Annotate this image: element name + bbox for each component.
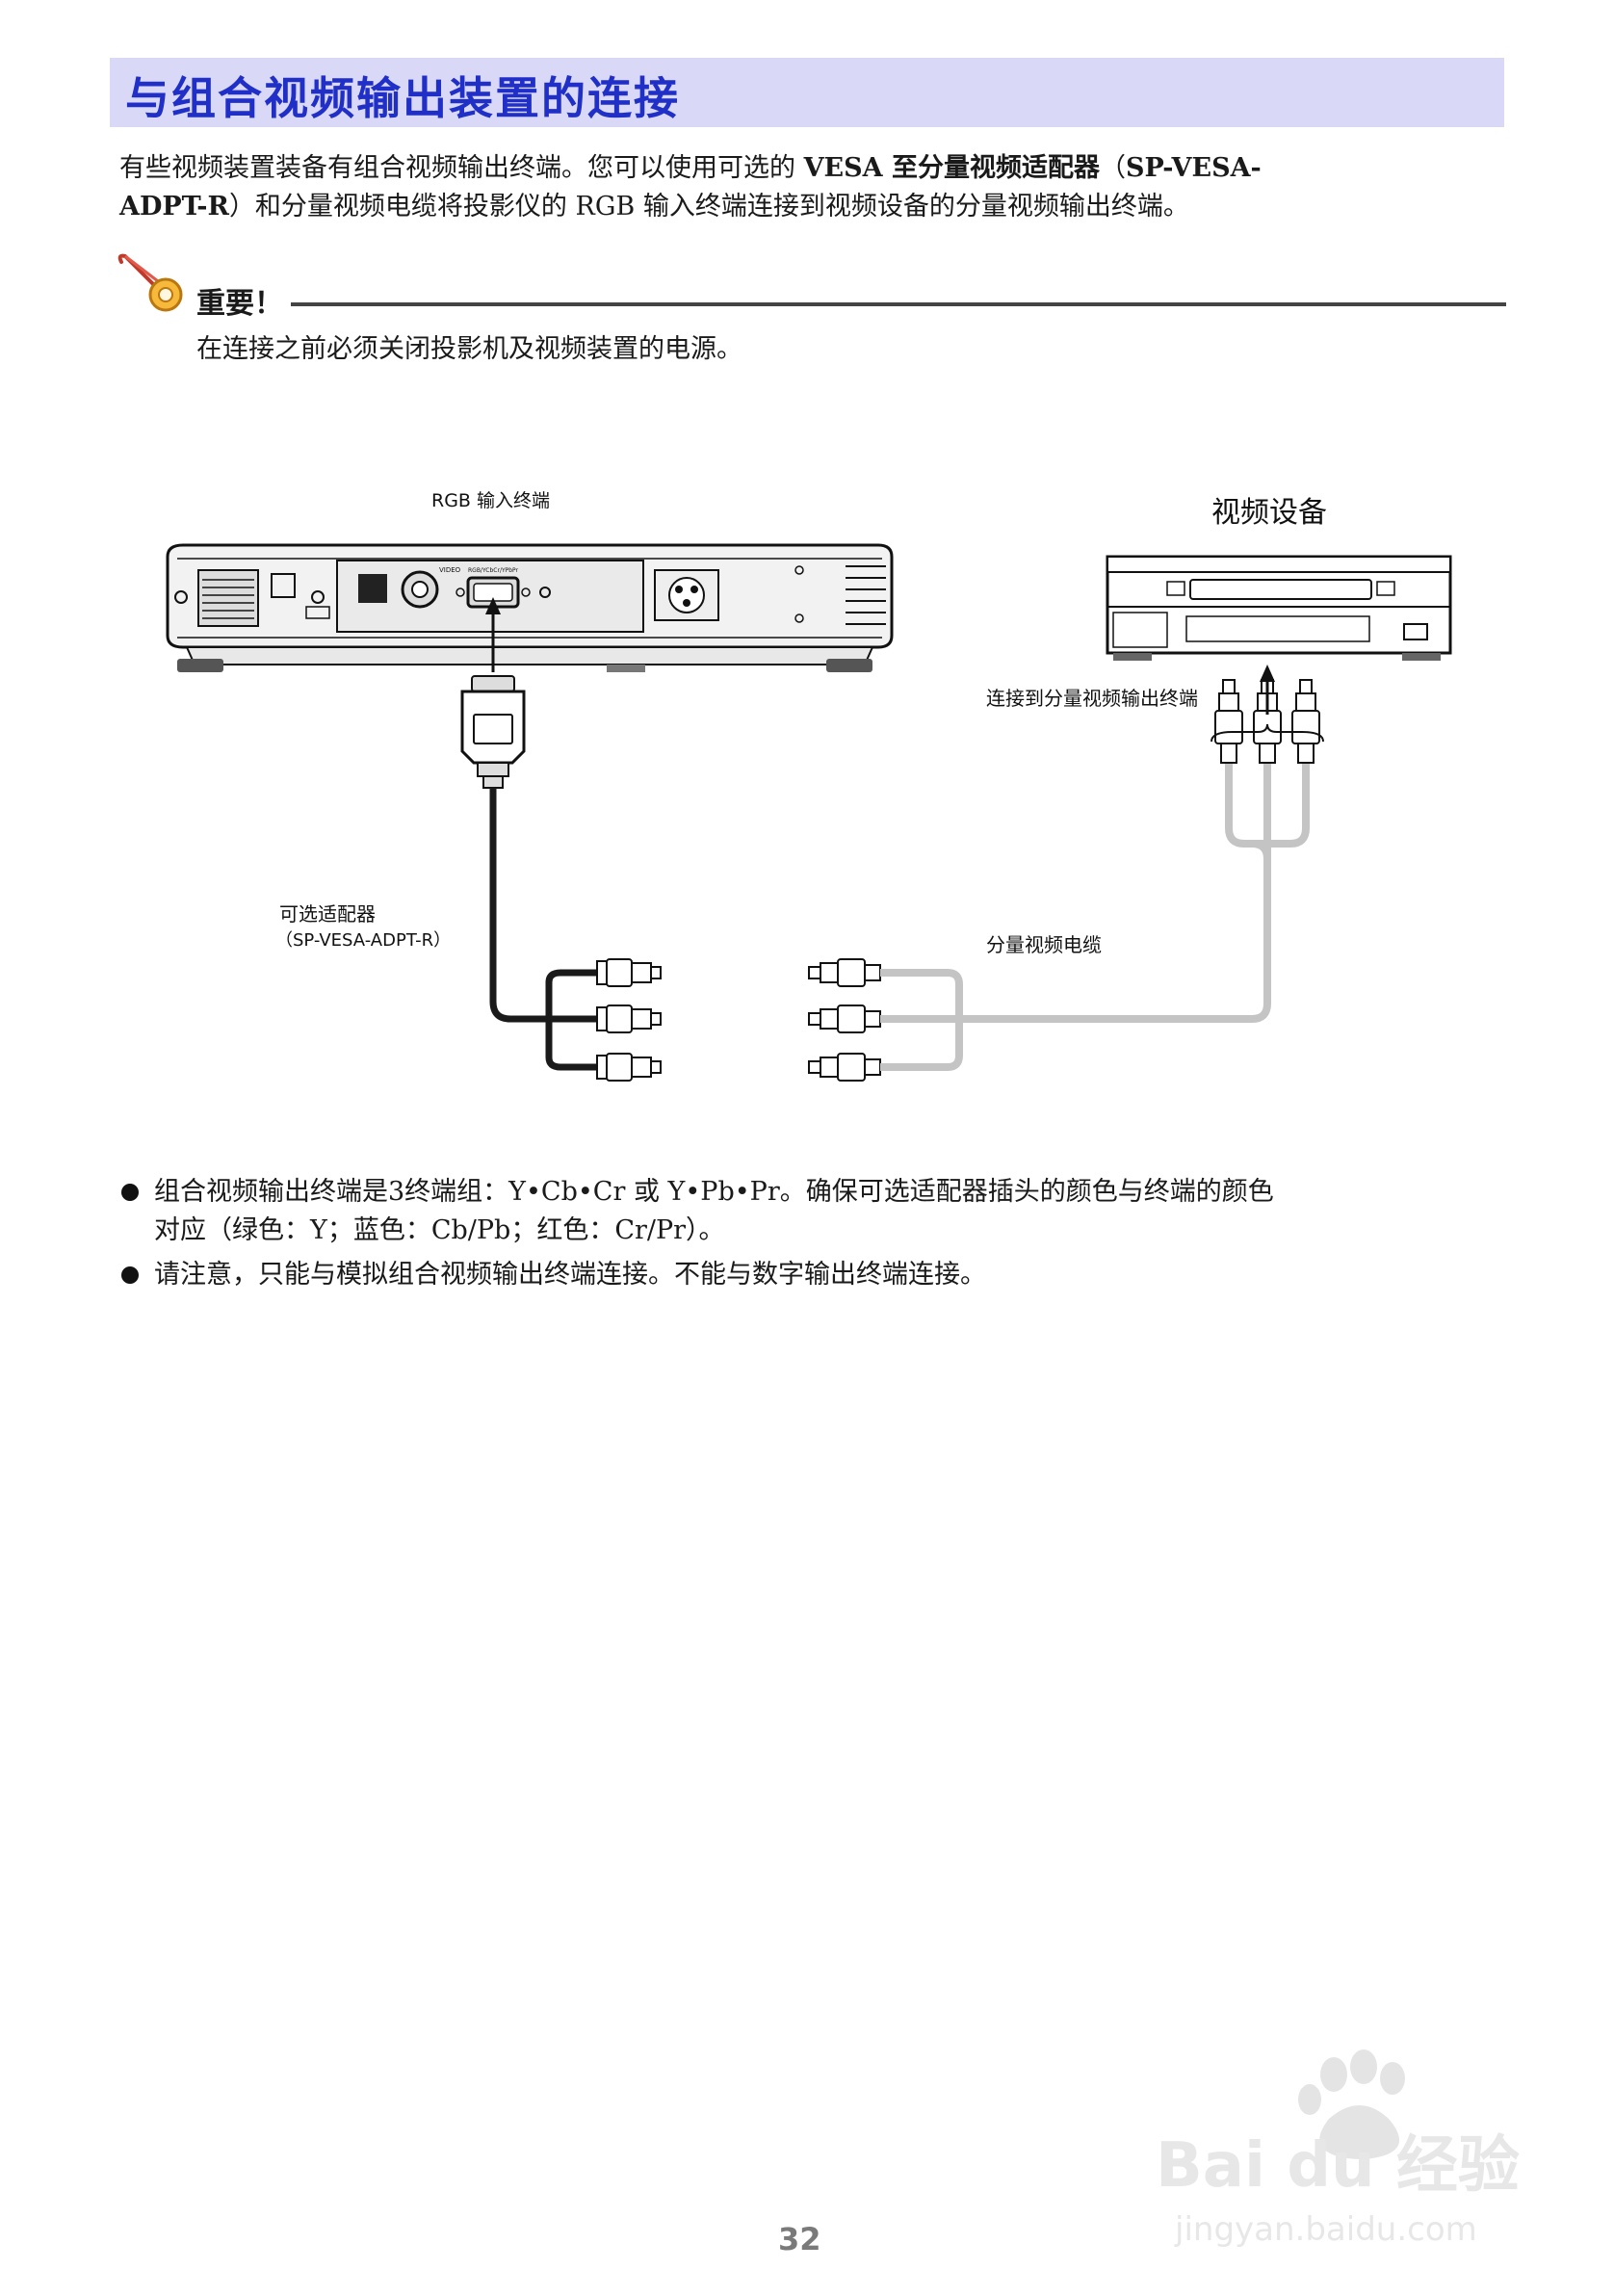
connect-label: 连接到分量视频输出终端 [986,687,1198,710]
important-label: 重要！ [196,287,283,321]
adapter-rca-jacks-icon [596,958,662,1082]
intro-paragraph: 有些视频装置装备有组合视频输出终端。您可以使用可选的 VESA 至分量视频适配器… [119,149,1487,226]
title-bar: 与组合视频输出装置的连接 [110,58,1504,127]
intro-line-1: 有些视频装置装备有组合视频输出终端。您可以使用可选的 VESA 至分量视频适配器… [119,149,1487,188]
device-arrow-icon [1260,665,1275,682]
cable-rca-plugs-right-icon [1214,679,1320,764]
note-1-line-1: 组合视频输出终端是3终端组：Y•Cb•Cr 或 Y•Pb•Pr。确保可选适配器插… [154,1177,1274,1207]
important-divider [291,302,1506,306]
projector-illustration: VIDEO RGB/YCbCr/YPbPr [166,543,894,672]
adapter-label-2: （SP-VESA-ADPT-R） [275,930,451,951]
brace-icon [1210,723,1324,743]
note-item: 请注意，只能与模拟组合视频输出终端连接。不能与数字输出终端连接。 [119,1256,1487,1294]
intro-paren-open: （ [1099,153,1126,183]
watermark-url: jingyan.baidu.com [1174,2210,1477,2249]
page-number: 32 [778,2221,821,2257]
note-1-line-2: 对应（绿色：Y；蓝色：Cb/Pb；红色：Cr/Pr）。 [154,1215,725,1245]
intro-adapter-name: VESA 至分量视频适配器 [803,153,1100,183]
intro-model-part2: ADPT-R [119,192,229,222]
video-device-label: 视频设备 [1211,496,1327,530]
important-text: 在连接之前必须关闭投影机及视频装置的电源。 [196,334,742,364]
intro-text-2: ）和分量视频电缆将投影仪的 RGB 输入终端连接到视频设备的分量视频输出终端。 [228,192,1189,222]
panel-rgb-label: RGB/YCbCr/YPbPr [468,567,519,574]
important-pin-icon [117,253,183,312]
vesa-adapter-plug-icon [460,675,526,789]
note-2-line-1: 请注意，只能与模拟组合视频输出终端连接。不能与数字输出终端连接。 [154,1260,986,1290]
cable-rca-plugs-left-icon [808,958,881,1082]
bullet-dot-icon [121,1184,139,1201]
video-device-illustration [1106,555,1452,661]
connection-diagram: RGB 输入终端 视频设备 连接到分量视频输出终端 可选适配器 （SP-VESA… [166,490,1452,1082]
adapter-label-1: 可选适配器 [279,902,376,926]
intro-model-part1: SP-VESA- [1125,153,1262,183]
rgb-arrow-icon [485,597,501,614]
note-item: 组合视频输出终端是3终端组：Y•Cb•Cr 或 Y•Pb•Pr。确保可选适配器插… [119,1173,1487,1250]
intro-text: 有些视频装置装备有组合视频输出终端。您可以使用可选的 [119,153,804,183]
component-cable [880,763,1310,1071]
watermark-brand: Bai du 经验 [1156,2130,1520,2202]
intro-line-2: ADPT-R）和分量视频电缆将投影仪的 RGB 输入终端连接到视频设备的分量视频… [119,188,1487,226]
panel-video-label: VIDEO [439,566,461,574]
bullet-dot-icon [121,1266,139,1284]
adapter-cable [489,788,549,1023]
rgb-terminal-label: RGB 输入终端 [431,490,550,511]
notes-list: 组合视频输出终端是3终端组：Y•Cb•Cr 或 Y•Pb•Pr。确保可选适配器插… [119,1173,1487,1300]
cable-label: 分量视频电缆 [986,933,1102,956]
baidu-watermark-logo: Bai du 经验 jingyan.baidu.com [1156,2049,1520,2249]
page-title: 与组合视频输出装置的连接 [125,72,680,124]
